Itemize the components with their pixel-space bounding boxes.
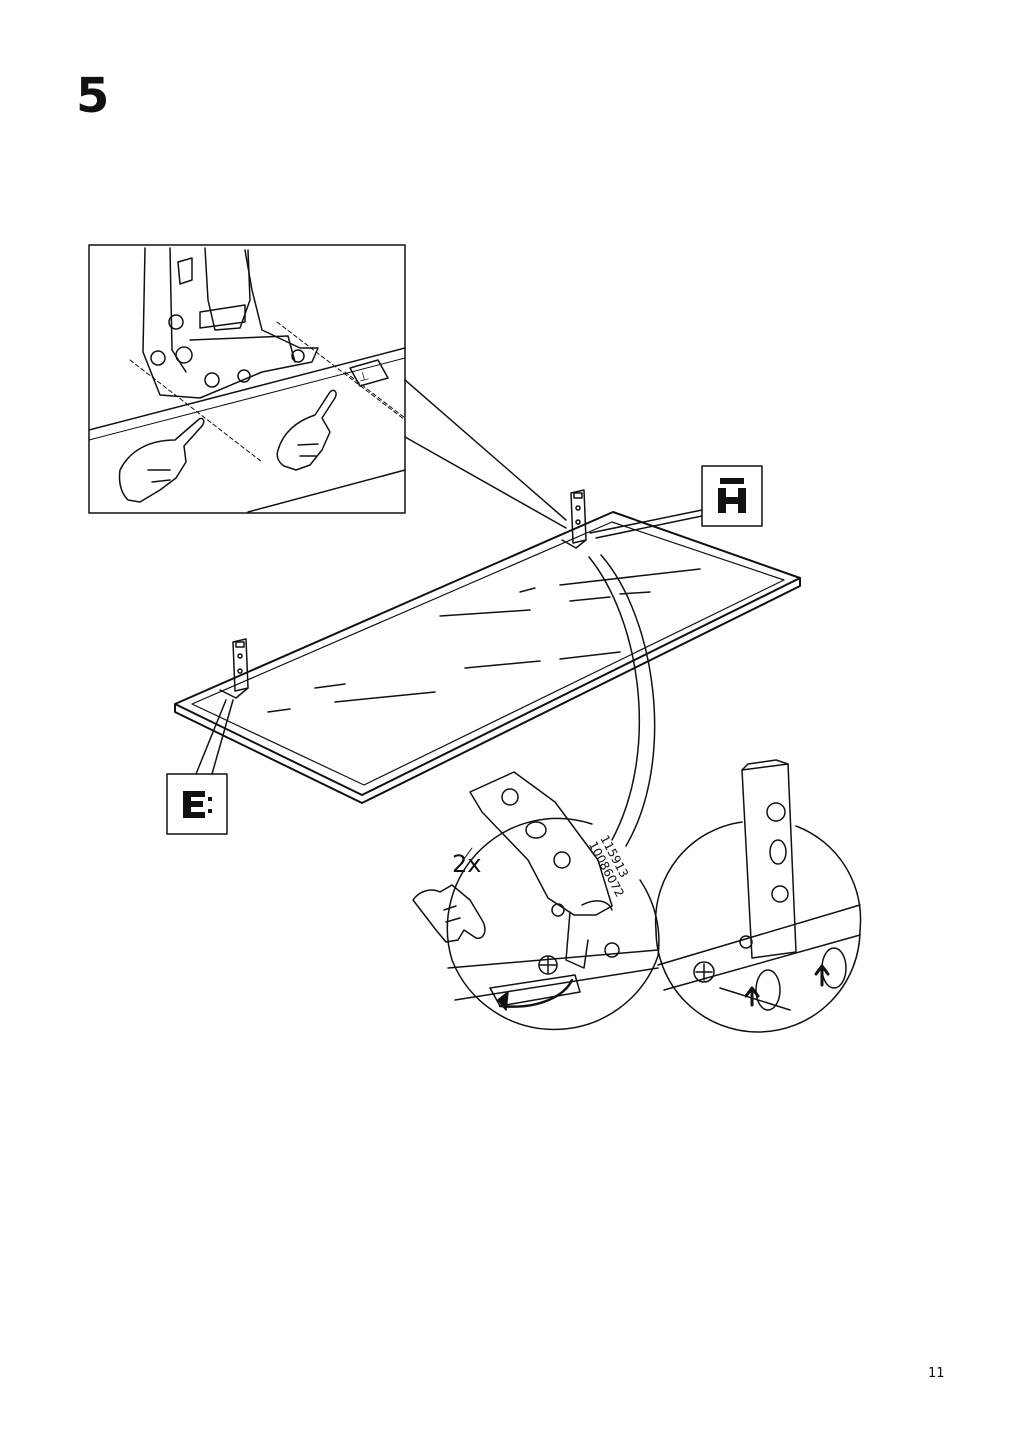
quantity-label: 2x <box>452 850 481 878</box>
detail-circle-right <box>654 759 862 1033</box>
page-number: 11 <box>928 1366 945 1381</box>
hinge-top <box>561 489 587 549</box>
svg-text:⊥: ⊥ <box>357 368 371 384</box>
label-E-box <box>166 699 234 835</box>
door-panel <box>174 511 801 804</box>
hinge-detail-inset: ⊥ <box>88 244 567 529</box>
step-number: 5 <box>76 68 110 124</box>
hinge-bottom <box>219 638 249 699</box>
detail-circle-left <box>412 771 660 1031</box>
label-H-box <box>589 465 763 539</box>
